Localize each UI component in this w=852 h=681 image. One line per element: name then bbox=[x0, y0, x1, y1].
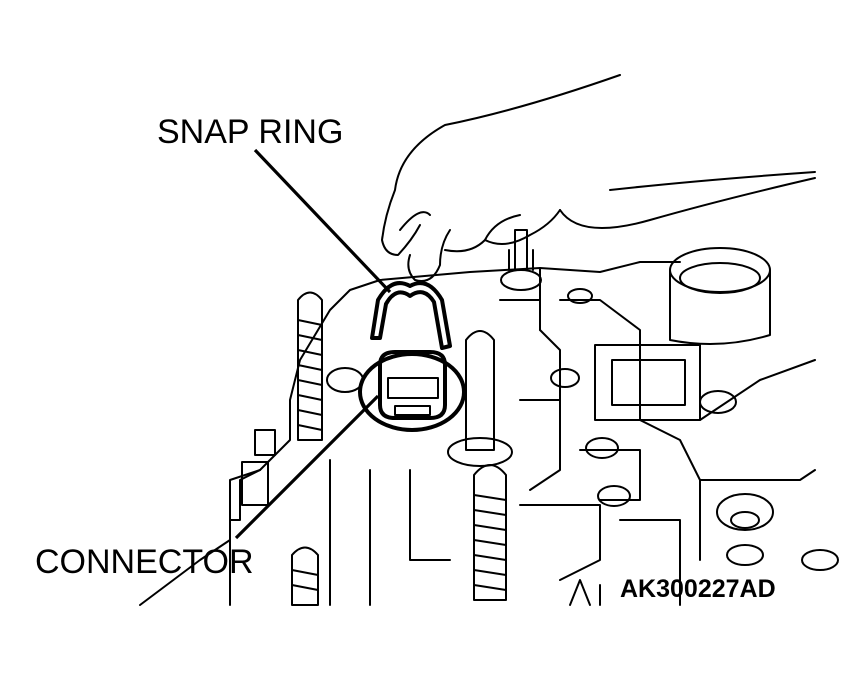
stud-bolt-bottom bbox=[291, 546, 319, 606]
connector bbox=[358, 350, 466, 432]
hand bbox=[381, 74, 816, 282]
transmission-case bbox=[139, 247, 839, 606]
stud-bolt-left bbox=[297, 291, 323, 441]
connector-leader bbox=[234, 394, 380, 540]
figure-id: AK300227AD bbox=[620, 575, 776, 603]
snap-ring-leader bbox=[253, 148, 392, 294]
snap-ring bbox=[370, 281, 452, 350]
snap-ring-label: SNAP RING bbox=[157, 113, 343, 151]
stud-bolt-rear bbox=[500, 229, 542, 291]
stud-bolt-front bbox=[473, 464, 507, 601]
connector-label: CONNECTOR bbox=[35, 543, 254, 581]
stud-bolt-center bbox=[447, 330, 513, 467]
